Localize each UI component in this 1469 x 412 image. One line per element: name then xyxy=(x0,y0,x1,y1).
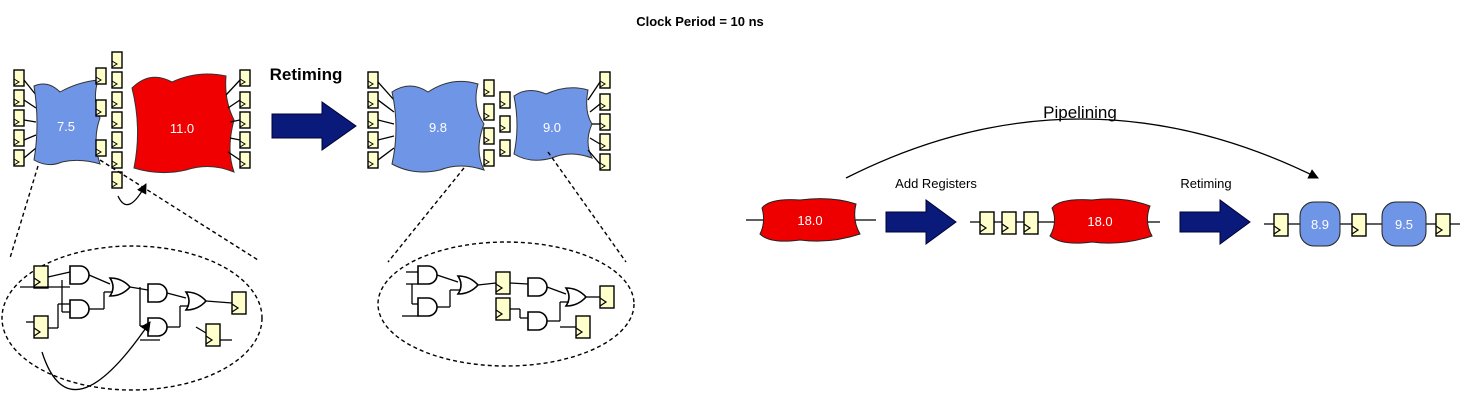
detail-ellipse-before xyxy=(1,245,263,391)
register-column-after-middle xyxy=(483,79,511,167)
retiming-arrow xyxy=(271,101,357,151)
logic-block-result-left xyxy=(1299,201,1341,247)
block-value-result-left: 8.9 xyxy=(1311,217,1329,232)
pipelining-curve-arrow xyxy=(845,118,1319,179)
register-column-after-right xyxy=(599,71,611,171)
block-value-result-right: 9.5 xyxy=(1395,217,1413,232)
pipeline-with-registers: 18.0 xyxy=(970,198,1160,244)
pipelining-title: Pipelining xyxy=(1043,103,1117,122)
pipeline-original: 18.0 xyxy=(746,198,876,242)
wires-left xyxy=(23,79,37,159)
detail-ellipse-after xyxy=(377,241,635,367)
logic-block-before-right xyxy=(131,73,235,174)
wires-after-right xyxy=(587,81,601,165)
block-value-after-left: 9.8 xyxy=(429,120,447,135)
add-registers-label: Add Registers xyxy=(895,176,977,191)
zoom-lines xyxy=(9,151,627,263)
retiming-arrow-label: Retiming xyxy=(270,65,343,84)
wires-after-left xyxy=(377,81,395,161)
register-column-middle xyxy=(95,51,123,189)
add-registers-arrow xyxy=(885,199,957,245)
register-column-left xyxy=(13,69,25,167)
pipeline-retiming-label: Retiming xyxy=(1180,176,1231,191)
block-value-before-right: 11.0 xyxy=(170,121,194,136)
logic-block-original xyxy=(759,198,861,242)
clock-period-label: Clock Period = 10 ns xyxy=(636,14,764,29)
block-value-before-left: 7.5 xyxy=(57,119,75,134)
block-value-after-right: 9.0 xyxy=(543,120,561,135)
register-move-arrow-detail xyxy=(41,321,151,391)
block-value-original: 18.0 xyxy=(797,213,822,228)
logic-block-after-left xyxy=(391,80,485,173)
pipeline-retimed: 8.9 9.5 xyxy=(1264,201,1460,247)
register-move-arrow xyxy=(117,183,147,206)
logic-block-result-right xyxy=(1381,201,1427,247)
register-column-after-left xyxy=(367,71,379,169)
logic-block-registered xyxy=(1049,198,1153,244)
pipeline-retiming-arrow xyxy=(1179,199,1251,245)
register-column-right xyxy=(239,69,251,169)
circuit-detail-after xyxy=(402,265,615,339)
logic-block-after-right xyxy=(513,87,594,161)
before-retiming-group: 7.5 11.0 xyxy=(13,51,251,206)
wires-right xyxy=(225,79,241,161)
block-value-registered: 18.0 xyxy=(1087,214,1112,229)
circuit-detail-before xyxy=(20,265,247,391)
after-retiming-group: 9.8 9.0 xyxy=(367,71,611,173)
